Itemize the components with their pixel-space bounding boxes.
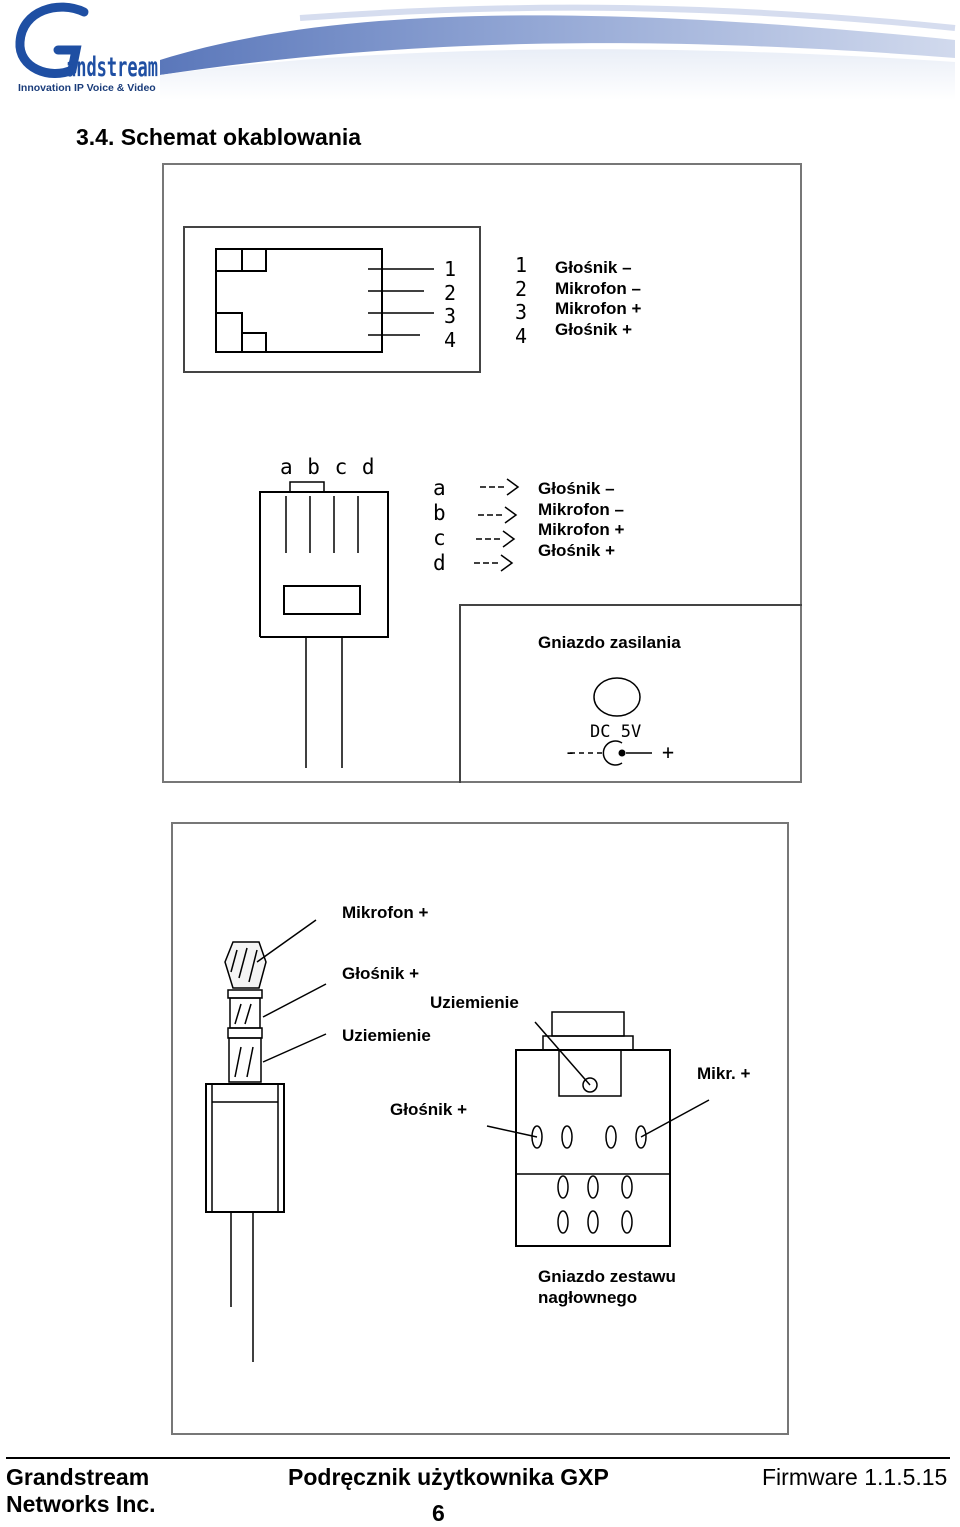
power-minus-symbol: - xyxy=(564,740,577,764)
footer-company: Grandstream Networks Inc. xyxy=(6,1464,156,1518)
header-banner: andstream Innovation IP Voice & Video xyxy=(0,0,960,100)
plug-label-mic-plus: Mikrofon + xyxy=(342,903,429,922)
plug-letter: d xyxy=(433,551,446,575)
pin-label: Głośnik – xyxy=(555,258,632,277)
legend-pin-numbers: 1 2 3 4 xyxy=(515,253,535,348)
pin-label: Głośnik + xyxy=(555,319,632,339)
headset-wiring-drawing xyxy=(205,919,710,1362)
power-rating: DC 5V xyxy=(590,722,642,742)
footer-firmware: Firmware 1.1.5.15 xyxy=(762,1464,948,1490)
footer-page-number: 6 xyxy=(432,1500,445,1526)
headset-jack-caption: Gniazdo zestawu nagłownego xyxy=(538,1267,676,1308)
plug-letter: b xyxy=(433,501,446,525)
plug-label-ground: Uziemienie xyxy=(342,1026,431,1045)
rj9-wiring-drawing xyxy=(183,226,802,783)
rj9-wiring-panel xyxy=(162,163,802,783)
plug-label: Głośnik + xyxy=(538,540,615,560)
legend-pin-number: 1 xyxy=(515,253,528,277)
headset-wiring-panel xyxy=(171,822,789,1435)
socket-frame xyxy=(183,226,481,373)
jack-label-ground: Uziemienie xyxy=(430,993,519,1012)
plug-letter: a xyxy=(433,476,446,500)
plug-letter-column: a b c d xyxy=(433,476,446,576)
socket-pin-legend: Głośnik – Mikrofon – Mikrofon + Głośnik … xyxy=(555,258,641,340)
footer-divider xyxy=(6,1457,950,1459)
pin-label: Mikrofon – xyxy=(555,278,641,298)
socket-pin-number: 1 xyxy=(444,257,457,281)
pin-label: Mikrofon + xyxy=(555,299,642,318)
plug-pin-legend: Głośnik – Mikrofon – Mikrofon + Głośnik … xyxy=(538,479,624,561)
socket-pin-number: 2 xyxy=(444,280,457,305)
socket-body xyxy=(215,248,383,353)
caption-line: nagłownego xyxy=(538,1287,638,1307)
legend-pin-number: 2 xyxy=(515,276,528,301)
jack-label-speaker-plus: Głośnik + xyxy=(390,1100,467,1119)
power-socket-title: Gniazdo zasilania xyxy=(538,633,681,652)
socket-pin-number: 3 xyxy=(444,304,457,328)
footer-company-line: Networks Inc. xyxy=(6,1491,156,1517)
svg-text:andstream: andstream xyxy=(66,52,158,83)
footer-company-line: Grandstream xyxy=(6,1464,150,1490)
plug-label: Głośnik – xyxy=(538,479,615,498)
footer-manual-title: Podręcznik użytkownika GXP xyxy=(288,1464,609,1490)
caption-line: Gniazdo zestawu xyxy=(538,1267,676,1286)
plug-label-speaker-plus: Głośnik + xyxy=(342,964,419,983)
page-title: 3.4. Schemat okablowania xyxy=(76,124,362,150)
plug-label: Mikrofon – xyxy=(538,499,624,519)
plug-label: Mikrofon + xyxy=(538,520,625,539)
banner-swoosh xyxy=(160,4,956,100)
legend-pin-number: 3 xyxy=(515,300,528,324)
legend-pin-number: 4 xyxy=(515,323,528,348)
socket-pin-number: 4 xyxy=(444,327,457,352)
plug-contact-letters: a b c d xyxy=(280,455,376,479)
logo-tagline: Innovation IP Voice & Video xyxy=(18,82,156,94)
plug-letter: c xyxy=(433,526,446,550)
grandstream-logo: andstream xyxy=(15,2,158,83)
socket-pin-numbers: 1 2 3 4 xyxy=(444,257,464,352)
power-plus-symbol: + xyxy=(662,740,675,764)
jack-label-mic-plus: Mikr. + xyxy=(697,1064,751,1083)
